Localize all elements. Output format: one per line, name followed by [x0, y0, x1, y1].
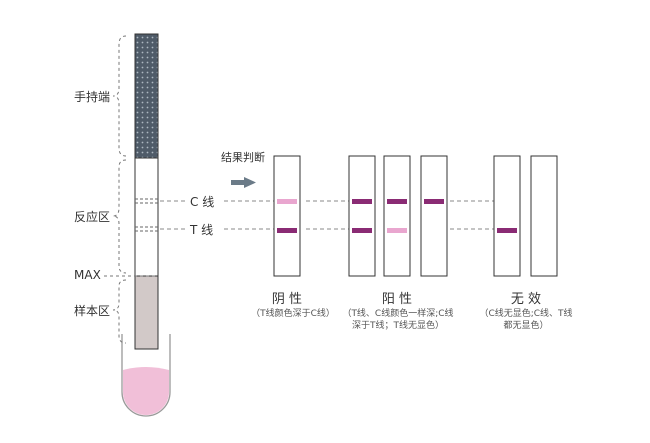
- note-line: 都无显色）: [503, 321, 549, 331]
- label-max: MAX: [74, 268, 101, 282]
- brace-reaction: [112, 159, 127, 274]
- t-band-faint: [387, 228, 407, 233]
- brace-handle: [112, 35, 127, 157]
- strip-positive-2: [383, 155, 411, 277]
- sample-zone: [134, 275, 159, 350]
- t-band-strong: [497, 228, 517, 233]
- note-line: 深于T线；T线无显色）: [352, 321, 444, 331]
- title-positive: 阳 性: [381, 292, 413, 307]
- brace-sample: [112, 279, 127, 344]
- strip-invalid-2: [530, 155, 558, 277]
- c-band-strong: [424, 199, 444, 204]
- reaction-zone: [134, 157, 159, 277]
- note-positive: （T线、C线颜色一样深;C线 深于T线；T线无显色）: [339, 308, 457, 332]
- arrow-right-icon: [231, 177, 256, 188]
- title-invalid: 无 效: [510, 292, 542, 307]
- label-handle: 手持端: [74, 90, 111, 104]
- c-band-faint: [277, 199, 297, 204]
- test-tube: [121, 334, 171, 417]
- strip-positive-1: [348, 155, 376, 277]
- t-band-strong: [352, 228, 372, 233]
- label-reaction: 反应区: [74, 210, 111, 224]
- strip-positive-3: [420, 155, 448, 277]
- note-negative: （T线颜色深于C线）: [237, 308, 349, 320]
- note-line: （T线颜色深于C线）: [251, 309, 335, 319]
- label-t-line: T 线: [190, 223, 214, 237]
- strip-invalid-1: [493, 155, 521, 277]
- strip-negative: [273, 155, 301, 277]
- title-negative: 阴 性: [271, 292, 303, 307]
- note-invalid: （C线无显色;C线、T线 都无显色）: [476, 308, 576, 332]
- note-line: （C线无显色;C线、T线: [479, 309, 573, 319]
- c-band-strong: [352, 199, 372, 204]
- note-line: （T线、C线颜色一样深;C线: [342, 309, 454, 319]
- label-result-judgement: 结果判断: [221, 151, 265, 164]
- tube-liquid: [123, 367, 169, 415]
- label-c-line: C 线: [190, 195, 215, 209]
- c-band-strong: [387, 199, 407, 204]
- main-strip: [134, 33, 159, 350]
- t-band-strong: [277, 228, 297, 233]
- zone-braces: [112, 35, 127, 344]
- label-sample: 样本区: [74, 304, 111, 318]
